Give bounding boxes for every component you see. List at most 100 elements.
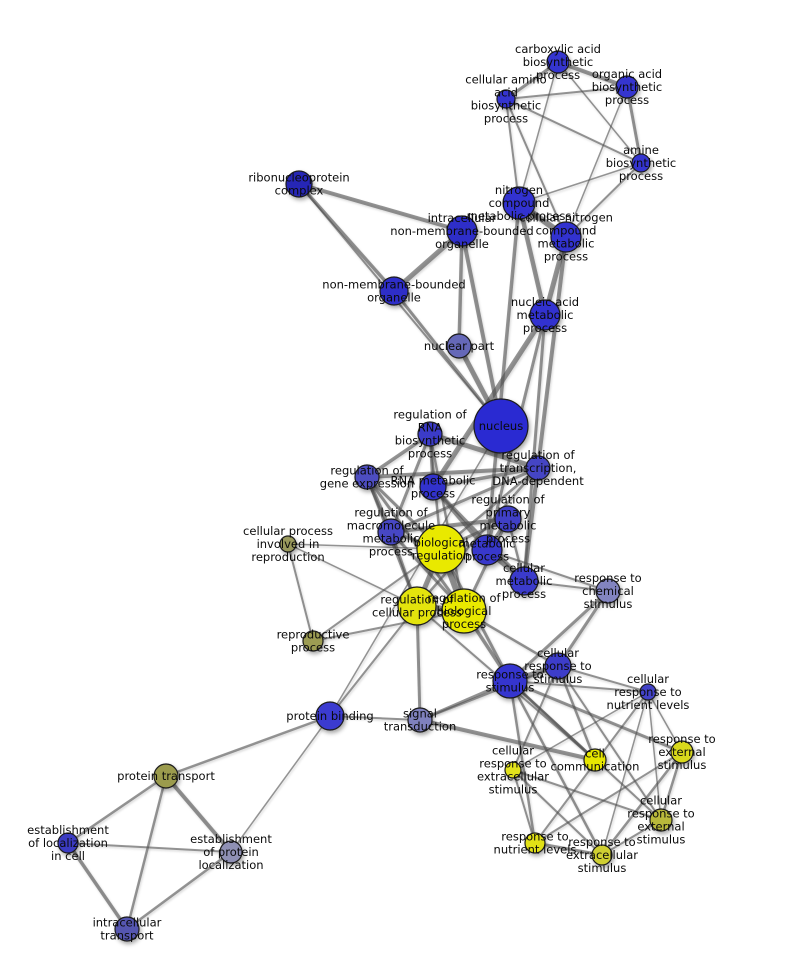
graph-node-rnl[interactable] xyxy=(524,832,546,854)
graph-edge-crs-st xyxy=(418,664,560,722)
graph-node-nam[interactable] xyxy=(529,299,561,331)
graph-edge-elc-epl xyxy=(67,842,232,853)
graph-edge-crs-cc xyxy=(556,664,597,762)
graph-node-crecs[interactable] xyxy=(504,761,522,779)
graph-node-rbp[interactable] xyxy=(441,588,487,634)
graph-edge-recs-rnl xyxy=(533,841,604,857)
graph-edge-caa-ncm xyxy=(505,98,520,204)
graph-node-res[interactable] xyxy=(670,740,694,764)
graph-edge-nmbo-nuc xyxy=(392,289,503,428)
graph-node-rnp[interactable] xyxy=(285,170,313,198)
graph-edge-rtd-rge xyxy=(365,466,540,479)
graph-node-crnl[interactable] xyxy=(639,683,657,701)
graph-edge-ca-ncm xyxy=(518,61,559,204)
graph-node-pt[interactable] xyxy=(153,763,179,789)
graph-edge-oa-caa xyxy=(505,86,628,100)
graph-node-am[interactable] xyxy=(631,153,651,173)
graph-edge-rrb-rge xyxy=(365,432,432,479)
graph-edge-it-epl xyxy=(125,850,233,931)
graph-node-rrb[interactable] xyxy=(417,421,443,447)
graph-edge-rtd-rmm xyxy=(389,466,540,534)
graph-edge-res-recs xyxy=(600,750,684,857)
graph-edge-am-cncm xyxy=(565,162,642,238)
graph-node-cncm[interactable] xyxy=(550,221,582,253)
graph-edge-cpir-rp xyxy=(287,543,314,642)
graph-node-cmp[interactable] xyxy=(509,566,539,596)
graph-node-rs[interactable] xyxy=(492,663,528,699)
graph-edge-crexs-crecs xyxy=(512,769,662,821)
graph-edge-rnl-crecs xyxy=(512,769,536,844)
graph-edge-rtd-rnam xyxy=(431,466,540,489)
graph-edge-ca-oa xyxy=(556,60,629,89)
graph-node-elc[interactable] xyxy=(57,832,79,854)
graph-node-caa[interactable] xyxy=(496,89,516,109)
graph-edge-oa-cncm xyxy=(565,86,628,238)
graph-node-rnam[interactable] xyxy=(419,473,447,501)
graph-edge-pt-it xyxy=(125,774,168,931)
graph-edge-pt-epl xyxy=(164,774,233,854)
graph-edge-caa-cncm xyxy=(505,98,567,238)
graph-edge-pb-st xyxy=(329,715,421,721)
graph-edge-cncm-cmp xyxy=(522,235,568,583)
nodes-layer xyxy=(57,50,694,942)
graph-node-rge[interactable] xyxy=(354,464,380,490)
graph-node-rmm[interactable] xyxy=(377,518,405,546)
graph-node-inmbo[interactable] xyxy=(446,215,478,247)
graph-edge-am-ncm xyxy=(518,162,642,204)
graph-edge-rp-rbp xyxy=(312,610,465,642)
graph-node-np[interactable] xyxy=(446,333,472,359)
graph-node-nmbo[interactable] xyxy=(379,276,409,306)
graph-edge-rnp-inmbo xyxy=(297,182,464,233)
graph-node-ncm[interactable] xyxy=(502,186,536,220)
graph-node-rp[interactable] xyxy=(302,630,324,652)
graph-edge-rs-rnl xyxy=(508,679,537,845)
graph-edge-pb-pt xyxy=(164,714,332,778)
graph-edge-pb-nuc xyxy=(329,425,502,717)
graph-edge-crs-crnl xyxy=(557,665,649,693)
graph-node-recs[interactable] xyxy=(591,844,613,866)
graph-edge-cpir-rcp xyxy=(287,543,418,607)
graph-edge-cc-st xyxy=(418,718,597,762)
graph-node-st[interactable] xyxy=(407,707,433,733)
graph-edge-inmbo-np xyxy=(457,229,464,348)
graph-edge-ca-am xyxy=(557,61,642,164)
graph-node-oa[interactable] xyxy=(615,75,639,99)
graph-node-rcp[interactable] xyxy=(397,586,437,626)
graph-edge-rrb-rmm xyxy=(389,432,432,534)
graph-edge-oa-am xyxy=(625,85,643,165)
graph-edge-crs-crecs xyxy=(512,665,559,771)
graph-edge-rmm-rpm xyxy=(389,517,510,534)
graph-node-pb[interactable] xyxy=(315,701,345,731)
graph-node-rcs[interactable] xyxy=(595,578,621,604)
graph-node-cc[interactable] xyxy=(583,748,607,772)
graph-node-br[interactable] xyxy=(416,524,466,574)
graph-edge-ncm-nam xyxy=(516,200,548,318)
graph-edge-elc-it xyxy=(66,841,129,931)
graph-edge-res-crexs xyxy=(659,750,684,822)
graph-edge-rcs-rs xyxy=(508,589,610,683)
graph-node-rpm[interactable] xyxy=(494,505,522,533)
graph-edge-rrb-rtd xyxy=(427,431,541,471)
graph-node-ca[interactable] xyxy=(546,50,570,74)
graph-edge-rs-recs xyxy=(508,679,604,857)
graph-edge-recs-crecs xyxy=(512,769,603,856)
graph-node-cpir[interactable] xyxy=(279,535,297,553)
graph-edge-rcs-mp xyxy=(486,549,609,592)
graph-node-nuc[interactable] xyxy=(473,398,529,454)
graph-edge-epl-pb xyxy=(230,715,331,853)
graph-node-rtd[interactable] xyxy=(525,455,551,481)
graph-node-epl[interactable] xyxy=(219,840,243,864)
graph-node-mp[interactable] xyxy=(471,534,503,566)
graph-edge-cpir-br xyxy=(287,543,442,550)
graph-edge-inmbo-nuc xyxy=(460,229,503,428)
graph-edge-pt-elc xyxy=(66,774,168,845)
graph-edge-caa-am xyxy=(505,98,642,164)
graph-edge-crnl-crecs xyxy=(512,691,649,771)
graph-node-crexs[interactable] xyxy=(649,808,673,832)
graph-node-crs[interactable] xyxy=(544,652,572,680)
graph-edge-res-rnl xyxy=(534,751,683,844)
graph-node-it[interactable] xyxy=(114,916,140,942)
graph-edge-rge-rbp xyxy=(365,475,466,613)
